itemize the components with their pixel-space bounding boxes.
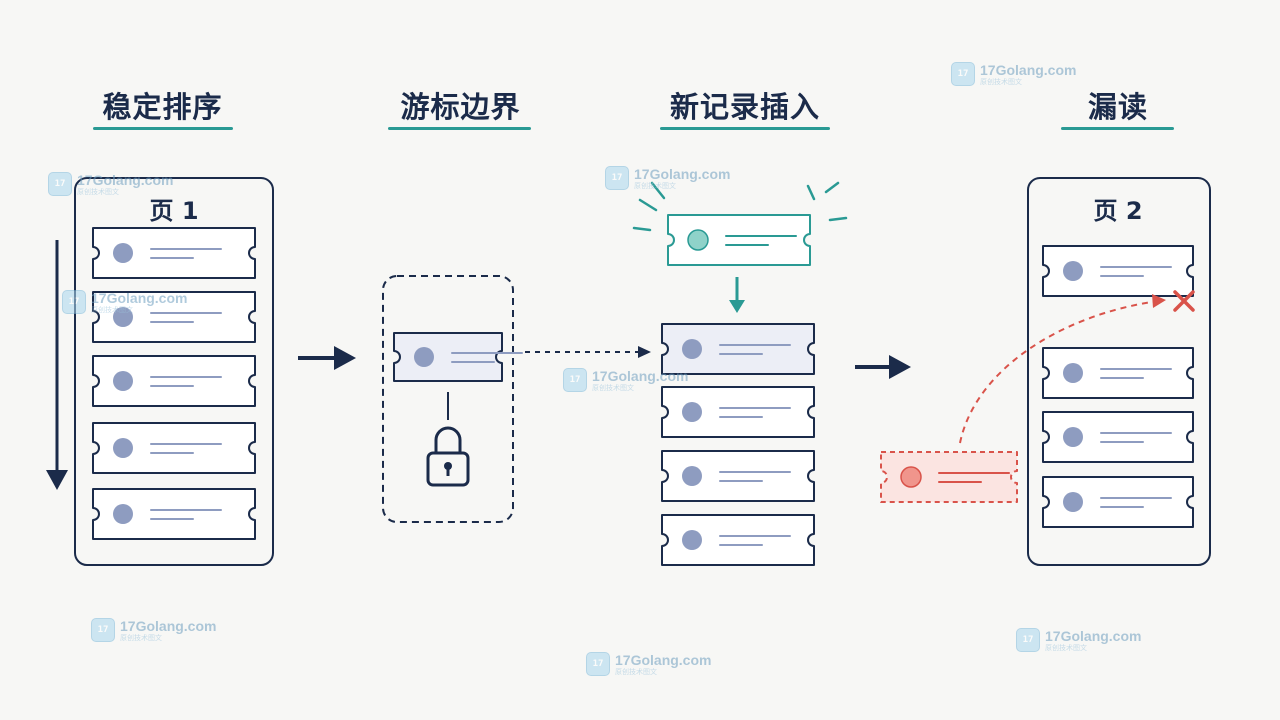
record-dot bbox=[682, 530, 702, 550]
missed-path-curve bbox=[959, 300, 1159, 444]
title-underline-missed-read bbox=[1061, 127, 1174, 130]
insert-stack-record bbox=[661, 386, 815, 438]
page-2-record bbox=[1042, 411, 1194, 463]
insert-burst-ray bbox=[638, 198, 658, 212]
record-dot bbox=[414, 347, 434, 367]
insert-burst-ray bbox=[824, 181, 840, 194]
title-cursor-boundary: 游标边界 bbox=[400, 90, 521, 124]
watermark-logo-icon: 17 bbox=[586, 652, 610, 676]
title-missed-read: 漏读 bbox=[1087, 90, 1148, 124]
record-dot bbox=[113, 438, 133, 458]
page-2-record bbox=[1042, 245, 1194, 297]
page-2-container bbox=[1027, 177, 1211, 566]
insert-stack-record bbox=[661, 450, 815, 502]
record-dot bbox=[687, 229, 709, 251]
record-card-outline bbox=[92, 227, 256, 279]
title-new-record-insert: 新记录插入 bbox=[669, 90, 820, 124]
record-dot bbox=[900, 466, 922, 488]
page-1-record bbox=[92, 227, 256, 279]
record-dot bbox=[1063, 363, 1083, 383]
record-card-outline bbox=[1042, 347, 1194, 399]
missed-path-arrow-head bbox=[1152, 294, 1166, 308]
missed-x-icon bbox=[1173, 290, 1195, 312]
record-card-outline bbox=[92, 291, 256, 343]
record-dot bbox=[1063, 427, 1083, 447]
lock-keyhole bbox=[444, 462, 452, 470]
page-1-label: 页 1 bbox=[149, 197, 199, 225]
watermark-logo-icon: 17 bbox=[605, 166, 629, 190]
record-card-outline bbox=[661, 450, 815, 502]
page-1-record bbox=[92, 488, 256, 540]
record-card-outline bbox=[661, 514, 815, 566]
watermark-logo-icon: 17 bbox=[48, 172, 72, 196]
page-1-record bbox=[92, 355, 256, 407]
record-card-outline bbox=[880, 451, 1018, 503]
record-dot bbox=[113, 243, 133, 263]
watermark-logo-icon: 17 bbox=[62, 290, 86, 314]
sort-order-arrow-head bbox=[46, 470, 68, 490]
flow-arrow-head bbox=[889, 355, 911, 379]
insert-arrow-head bbox=[729, 300, 745, 313]
page-1-record bbox=[92, 291, 256, 343]
title-underline-stable-sort bbox=[93, 127, 233, 130]
watermark-logo-icon: 17 bbox=[91, 618, 115, 642]
cursor-record bbox=[393, 332, 523, 382]
watermark-logo-icon: 17 bbox=[951, 62, 975, 86]
record-dot bbox=[1063, 492, 1083, 512]
page-2-label: 页 2 bbox=[1093, 197, 1143, 225]
record-card-outline bbox=[1042, 411, 1194, 463]
watermark-logo-icon: 17 bbox=[563, 368, 587, 392]
missed-record bbox=[880, 451, 1018, 503]
cursor-pointer-arrow-head bbox=[638, 346, 651, 358]
record-dot bbox=[682, 402, 702, 422]
flow-arrow-head bbox=[334, 346, 356, 370]
insert-burst-ray bbox=[650, 181, 666, 200]
page-1-container bbox=[74, 177, 274, 566]
lock-icon bbox=[426, 426, 470, 487]
record-card-outline bbox=[661, 323, 815, 375]
record-card-outline bbox=[1042, 245, 1194, 297]
record-dot bbox=[113, 504, 133, 524]
title-stable-sort: 稳定排序 bbox=[102, 90, 223, 124]
record-card-outline bbox=[1042, 476, 1194, 528]
record-dot bbox=[113, 307, 133, 327]
lock-shackle bbox=[434, 426, 462, 454]
record-card-outline bbox=[393, 332, 503, 382]
insert-stack-record bbox=[661, 323, 815, 375]
page-2-record bbox=[1042, 476, 1194, 528]
title-underline-new-record-insert bbox=[660, 127, 830, 130]
insert-burst-ray bbox=[632, 226, 652, 232]
record-dot bbox=[1063, 261, 1083, 281]
title-underline-cursor-boundary bbox=[388, 127, 531, 130]
record-card-outline bbox=[667, 214, 811, 266]
x-stroke bbox=[1173, 290, 1195, 312]
insert-burst-ray bbox=[828, 216, 848, 222]
record-card-outline bbox=[92, 422, 256, 474]
record-card-outline bbox=[92, 355, 256, 407]
record-dot bbox=[682, 466, 702, 486]
insert-stack-record bbox=[661, 514, 815, 566]
record-card-outline bbox=[661, 386, 815, 438]
new-record bbox=[667, 214, 811, 266]
watermark-logo-icon: 17 bbox=[1016, 628, 1040, 652]
insert-burst-ray bbox=[806, 184, 816, 201]
record-dot bbox=[682, 339, 702, 359]
page-1-record bbox=[92, 422, 256, 474]
lock-body bbox=[426, 451, 470, 487]
record-dot bbox=[113, 371, 133, 391]
cursor-boundary-frame bbox=[382, 275, 514, 523]
page-2-record bbox=[1042, 347, 1194, 399]
record-card-outline bbox=[92, 488, 256, 540]
